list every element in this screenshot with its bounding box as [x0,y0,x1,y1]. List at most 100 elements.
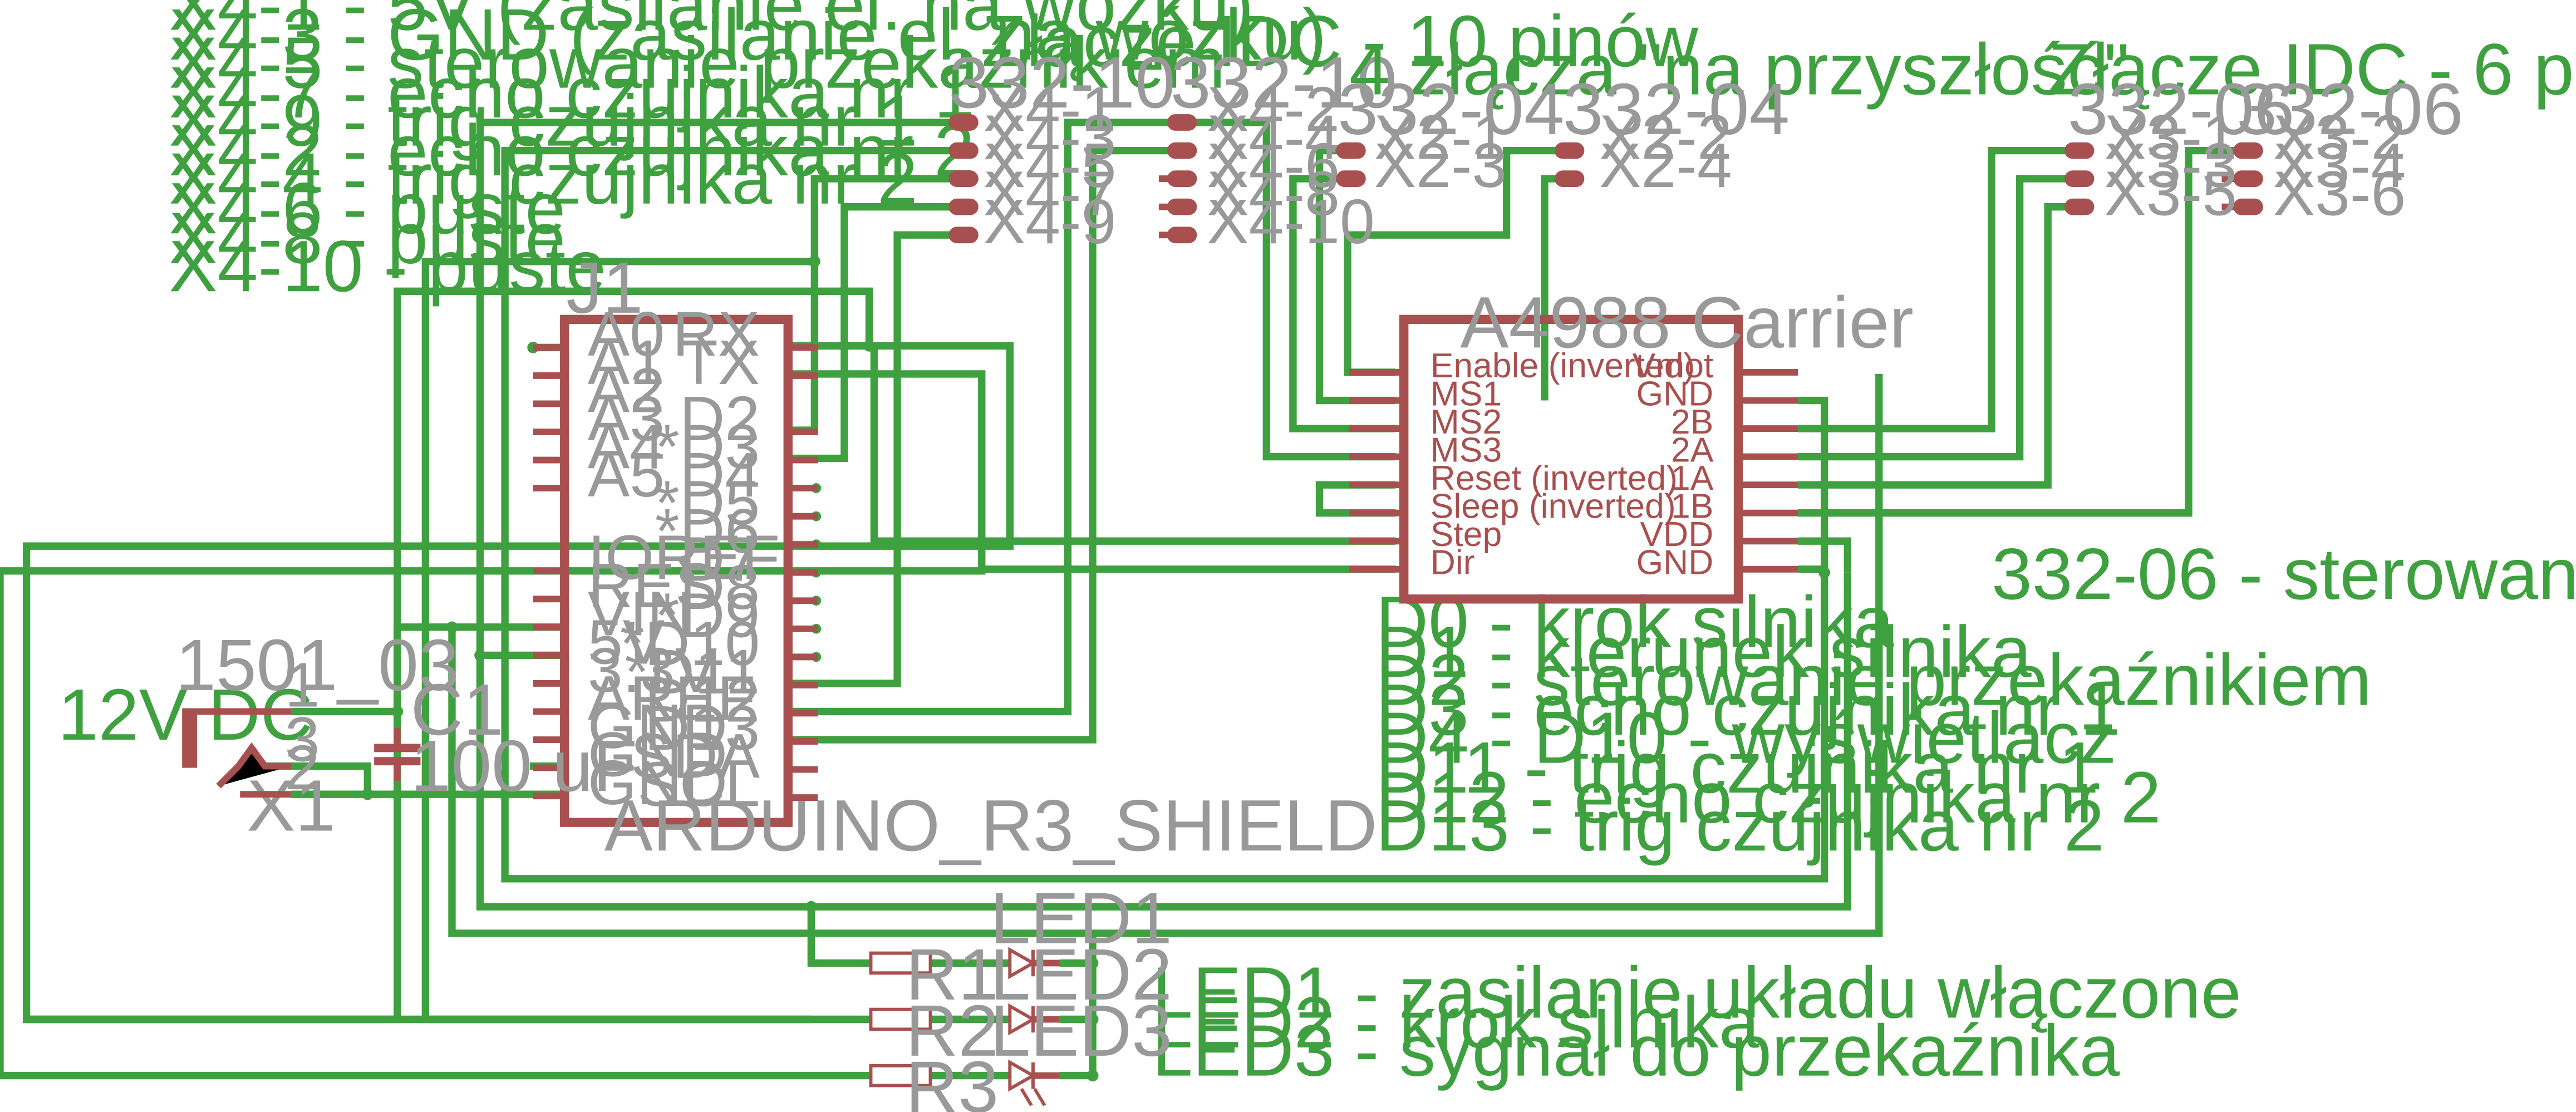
a4988-name: A4988 Carrier [1460,282,1914,363]
arduino-pin-label: *D3 [655,411,760,481]
a4988-pin-stubs [1349,369,1798,573]
arduino-pin-label: GND [588,719,727,789]
pin-label: X3-4 [2273,130,2406,200]
x3-part-b: 332-06 [2236,68,2463,150]
arduino-pin-label: D7 [680,524,760,594]
pin-label: X4-7 [984,159,1117,229]
power-jack-part: 1501_03 [175,624,459,706]
note-line: X4-8 - puste [169,198,566,279]
capacitor-value: 100 uF [411,725,637,806]
x4-title: Złącze IDC - 10 pinów [982,1,1699,82]
resistor-r2 [869,1007,932,1031]
pin-label: X2-3 [1374,130,1507,200]
led-1 [1008,947,1060,980]
arduino-pin-label: SCL [637,749,760,819]
arduino-pin-label: 3.3V [588,635,717,705]
x3-pads [2064,142,2263,215]
note-line: X4-6 - puste [169,168,566,249]
note-line: D11 - trig czujnika nr 1 [1376,727,2099,808]
arduino-pin-label: A2 [588,355,665,425]
pin-label: X4-3 [984,102,1117,172]
arduino-shield: J1 ARDUINO_R3_SHIELD [533,247,1378,866]
x2-pads [1336,142,1585,187]
pin-label: X4-1 [984,74,1117,144]
x4-pads [948,114,1197,244]
note-line: X4-2 - echo czujnika nr 2 [169,110,974,191]
resistor-r1 [869,951,932,975]
idc10-pinout-notes: X4-1 - 5V (zasilanie el. na wózku) X4-3 … [169,0,1326,307]
arduino-right-pin-stubs [788,344,818,801]
arduino-pin-label: GND [588,691,727,761]
pin-label: X3-5 [2104,159,2237,229]
arduino-pin-label: *D9 [655,580,760,651]
note-line: D12 - echo czujnika nr 2 [1376,757,2161,838]
pin-label: X3-6 [2273,159,2406,229]
arduino-pin-label: RES [588,550,717,621]
arduino-pin-label: AREF [588,663,755,733]
pin-label: X2-2 [1599,102,1732,172]
x2-part-b: 332-04 [1563,68,1790,150]
note-line: LED1 - zasilanie układu włączone [1152,952,2241,1034]
resistor-ref: R1 [906,934,999,1015]
pin-label: X4-10 [1207,186,1375,257]
note-line: LED2 - krok silnika [1152,982,1759,1063]
pin-label: X3-1 [2104,102,2237,172]
pin-label: X4-2 [1207,74,1340,144]
connector-x4: Złącze IDC - 10 pinów 332-10 332-10 X4-1… [948,1,1698,257]
arduino-pin-label: D13 [645,693,760,763]
arduino-pin-notes: D0 - krok silnika D1 - kierunek silnika … [1376,582,2372,867]
note-line: X4-1 - 5V (zasilanie el. na wózku) [169,0,1253,46]
note-line: D2 - sterowanie przekaźnikiem [1376,639,2372,721]
resistor-ref: R2 [906,990,999,1071]
arduino-pin-label: *D5 [655,468,760,538]
capacitor-c1: C1 100 uF [374,669,637,806]
pin-label: X4-6 [1207,130,1340,200]
power-jack-pin: 1 [285,650,320,720]
arduino-left-pin-stubs [533,344,565,800]
arduino-pin-label: A4 [588,411,665,481]
a4988-pin-label: VDD [1640,515,1714,554]
resistor-ref: R3 [906,1046,999,1112]
led-notes: LED1 - zasilanie układu włączone LED2 - … [1152,952,2241,1091]
x3-title: Złącze IDC - 6 pinów [2048,28,2576,110]
connector-x3: Złącze IDC - 6 pinów 332-06 332-06 X3-1 … [2048,28,2576,228]
a4988-pin-label: MS1 [1430,374,1502,413]
note-line: D4 - D10 - wyświetlacz [1376,697,2117,779]
pin-label: X4-9 [984,186,1117,257]
pin-label: X2-4 [1599,130,1732,200]
arduino-pin-label: D12 [645,665,760,735]
arduino-pin-label: 5V [588,607,665,677]
led-3 [1008,1059,1060,1106]
connector-x2: 4 złącza "na przyszłość" 332-04 332-04 X… [1336,28,2130,200]
arduino-pin-label: SDA [631,721,760,791]
pin-label: X4-8 [1207,159,1340,229]
a4988-pin-label: 2A [1671,431,1714,470]
a4988-pin-label: Dir [1430,543,1475,582]
pin-label: X4-4 [1207,102,1340,172]
led-ref: LED1 [990,878,1172,959]
a4988-pin-label: Enable (inverted) [1430,346,1695,385]
a4988-pin-label: MS3 [1430,431,1502,470]
arduino-pin-label: TX [680,327,760,397]
arduino-pin-label: A1 [588,327,665,397]
a4988-pin-label: MS2 [1430,402,1502,441]
note-line: X4-3 - GND (zasilanie el. na wózku) [169,0,1326,75]
a4988-pin-label: Step [1430,515,1502,554]
arduino-pin-label: *D11 [625,637,760,707]
arduino-ref: J1 [566,247,643,328]
note-line: X4-9 - trig czujnika nr 1 [169,80,917,161]
a4988-pin-label: 1A [1671,459,1714,498]
arduino-pin-label: D2 [680,383,760,454]
arduino-pin-label: GND [588,747,727,818]
arduino-pin-label: A0 [588,299,665,369]
a4988-pin-label: GND [1636,543,1714,582]
pin-label: X2-1 [1374,102,1507,172]
a4988-pin-label: Sleep (inverted) [1430,487,1676,526]
power-jack-x1: 1501_03 X1 1 3 2 [175,624,459,847]
power-jack-pin: 2 [285,732,320,803]
arduino-name: ARDUINO_R3_SHIELD [604,785,1378,866]
led-ref: LED3 [990,990,1172,1071]
arduino-pin-label: RX [672,299,760,369]
arduino-pin-label: D8 [680,552,760,622]
arduino-pin-label: A3 [588,383,665,454]
